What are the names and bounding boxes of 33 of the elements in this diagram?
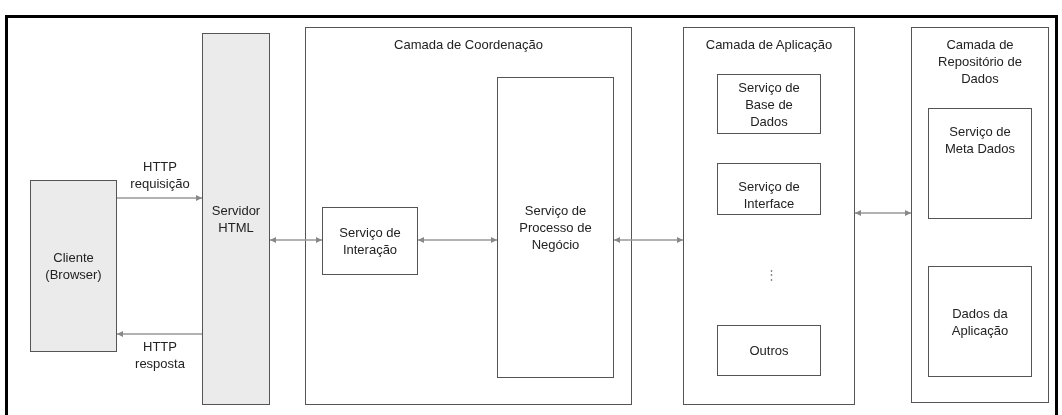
service-box: [928, 108, 1032, 219]
layer-title: Camada de Repositório de Dados: [937, 36, 1023, 87]
service-box: [202, 33, 270, 405]
box-label: Serviço de Processo de Negócio: [518, 202, 593, 253]
arrow: [116, 331, 203, 337]
edge-label: HTTP resposta: [134, 338, 186, 372]
arrow: [116, 195, 203, 201]
arrow: [854, 210, 912, 216]
layer-title: Camada de Aplicação: [704, 36, 834, 53]
box-label: Serviço de Base de Dados: [737, 78, 801, 130]
box-label: Servidor HTML: [210, 202, 262, 236]
box-label: Serviço de Meta Dados: [943, 123, 1017, 157]
vertical-ellipsis: ⋮: [765, 266, 778, 283]
layer-box: [305, 27, 632, 405]
arrow: [417, 237, 498, 243]
service-box: [717, 74, 821, 134]
service-box: [322, 207, 418, 275]
service-box: [717, 325, 821, 376]
box-label: Outros: [748, 342, 790, 359]
layer-box: [683, 27, 855, 405]
layer-title: Camada de Coordenação: [393, 36, 544, 53]
service-box: [30, 180, 117, 352]
service-box: [497, 77, 614, 378]
service-box: [928, 266, 1032, 377]
box-label: Dados da Aplicação: [950, 304, 1010, 339]
arrow: [613, 237, 684, 243]
edge-label: HTTP requisição: [129, 158, 191, 192]
box-label: Cliente (Browser): [44, 249, 103, 283]
service-box: [717, 163, 821, 215]
box-label: Serviço de Interação: [338, 224, 402, 258]
arrow: [269, 237, 323, 243]
layer-box: [911, 27, 1049, 403]
box-label: Serviço de Interface: [737, 178, 801, 212]
